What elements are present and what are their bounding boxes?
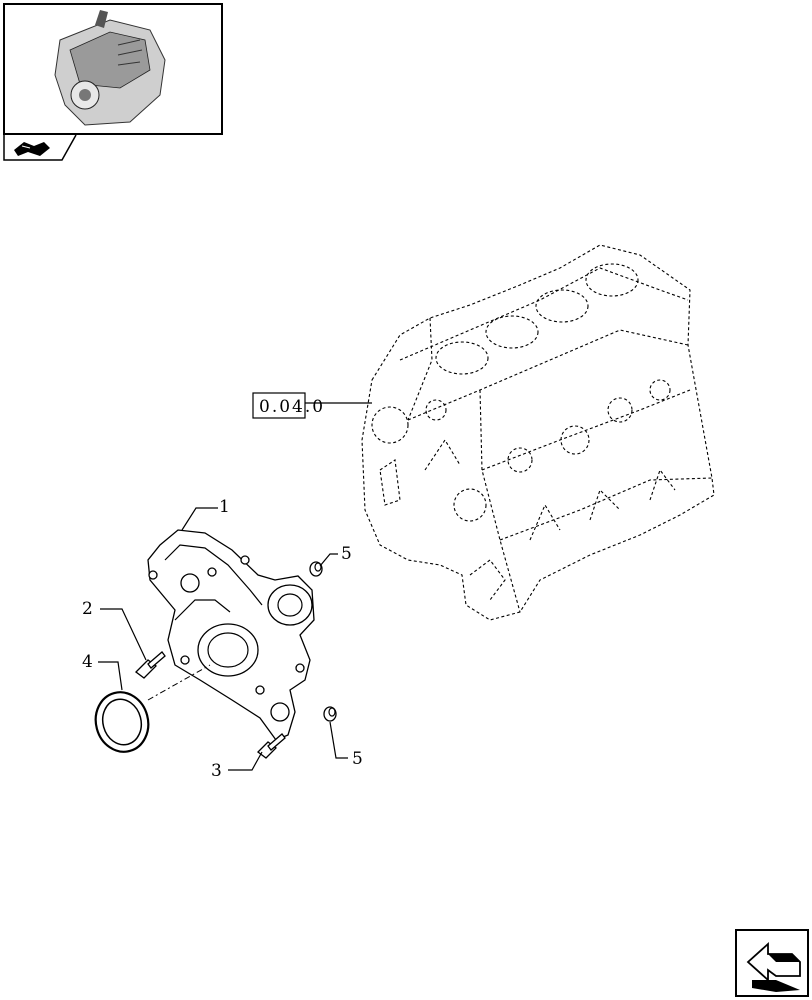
reference-box[interactable]: 0.04.0 bbox=[252, 392, 372, 419]
callout-1: 1 bbox=[219, 497, 230, 517]
callout-2: 2 bbox=[82, 599, 93, 619]
dowel-pin-5a bbox=[309, 561, 323, 577]
leader-lines bbox=[98, 507, 348, 771]
thumbnail-frame[interactable] bbox=[3, 3, 223, 135]
engine-block bbox=[361, 244, 715, 621]
timing-cover bbox=[147, 529, 315, 741]
engine-thumbnail-icon bbox=[54, 10, 166, 126]
callout-5a: 5 bbox=[341, 544, 352, 564]
callout-5b: 5 bbox=[352, 749, 363, 769]
next-page-arrow-icon[interactable] bbox=[735, 929, 809, 997]
alignment-line bbox=[147, 664, 211, 701]
book-arrow-icon[interactable] bbox=[3, 134, 77, 161]
callout-3: 3 bbox=[211, 761, 222, 781]
reference-code: 0.04.0 bbox=[259, 397, 325, 417]
bolt-2 bbox=[135, 651, 166, 679]
callout-4: 4 bbox=[82, 652, 93, 672]
bolt-3 bbox=[257, 733, 286, 759]
seal-ring-4 bbox=[94, 691, 150, 753]
dowel-pin-5b bbox=[323, 706, 337, 722]
